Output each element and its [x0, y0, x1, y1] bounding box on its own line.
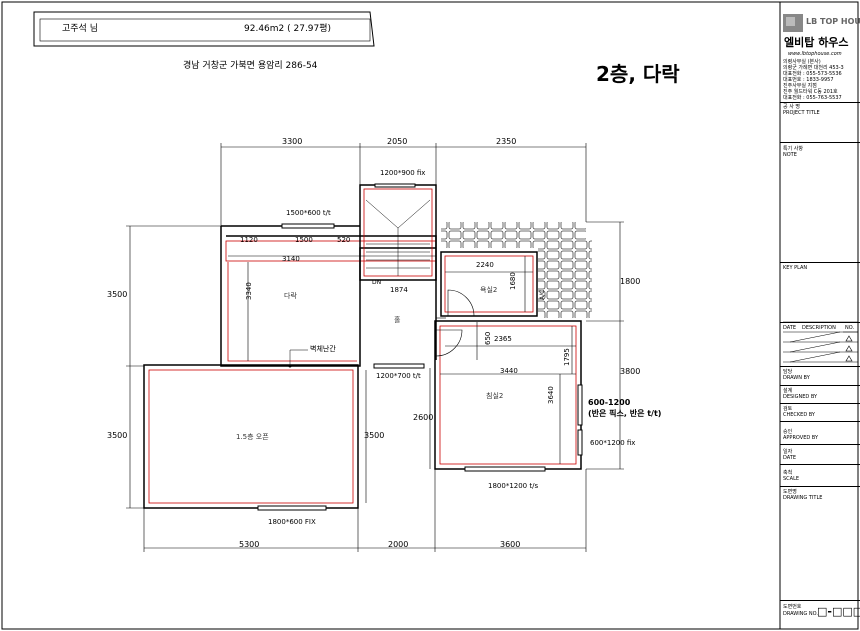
- drawing-title-ko: 도면명: [783, 489, 797, 495]
- rev-no-header: NO.: [845, 325, 855, 331]
- dim-inner-520: 520: [337, 236, 351, 244]
- room-bedroom2: 침실2: [486, 392, 504, 400]
- checked-by-ko: 검토: [783, 406, 793, 412]
- approved-by-en: APPROVED BY: [783, 435, 819, 441]
- floor-area: 92.46m2 ( 27.97평): [244, 24, 332, 34]
- dim-right-1: 1800: [620, 277, 641, 286]
- project-title-ko: 공 사 명: [783, 104, 800, 110]
- approved-by-ko: 승인: [783, 429, 793, 435]
- dim-inner-1874: 1874: [390, 286, 408, 294]
- date-en: DATE: [783, 455, 797, 461]
- tb-divider: [780, 142, 860, 143]
- company-website: www.lbtophouse.com: [788, 51, 842, 57]
- window-600-1200-note: (반은 픽스, 반은 t/t): [588, 409, 662, 418]
- window-1800x1200: 1800*1200 t/s: [488, 482, 539, 490]
- dim-inner-1680: 1680: [509, 272, 517, 290]
- date-ko: 일자: [783, 449, 793, 455]
- room-hall: 홀: [394, 316, 401, 324]
- company-logo: LB TOP HOUSE: [806, 17, 860, 26]
- dim-inner-3500: 3500: [364, 431, 385, 440]
- contact-line-5: 진주사무실 지점: [783, 83, 817, 89]
- room-bath2: 욕실2: [480, 286, 498, 294]
- dim-inner-1120: 1120: [240, 236, 258, 244]
- dim-inner-650: 650: [484, 331, 492, 345]
- note-en: NOTE: [783, 152, 797, 158]
- contact-line-4: 대표번호 : 1833-9957: [783, 77, 834, 83]
- drawing-no-en: DRAWING NO.: [783, 611, 818, 617]
- drawing-no-ko: 도면번호: [783, 604, 802, 610]
- contact-line-6: 진주 월드타워 C동 201호: [783, 89, 838, 95]
- dim-top-2: 2050: [387, 137, 408, 146]
- drawing-title-en: DRAWING TITLE: [783, 495, 823, 501]
- dim-bottom-1: 5300: [239, 540, 260, 549]
- dim-inner-2240: 2240: [476, 261, 494, 269]
- dim-top-1: 3300: [282, 137, 303, 146]
- note-dn: DN: [372, 279, 382, 286]
- dim-right-2: 3800: [620, 367, 641, 376]
- note-ac: A/C: [539, 289, 546, 300]
- dim-inner-3440: 3440: [500, 367, 518, 375]
- client-name: 고주석 님: [62, 24, 98, 34]
- window-600x1200: 600*1200 fix: [590, 439, 636, 447]
- window-1800x600: 1800*600 FIX: [268, 518, 316, 526]
- designed-by-en: DESIGNED BY: [783, 394, 818, 400]
- room-attic: 다락: [284, 292, 297, 300]
- key-plan-label: KEY PLAN: [783, 265, 808, 271]
- company-name: 엘비탑 하우스: [784, 36, 849, 49]
- tb-divider: [780, 486, 860, 487]
- rev-date-header: DATE: [783, 325, 797, 331]
- note-ko: 특기 사항: [783, 146, 803, 152]
- window-600-1200: 600-1200: [588, 398, 631, 407]
- rev-desc-header: DESCRIPTION: [802, 325, 836, 331]
- drawn-by-en: DRAWN BY: [783, 375, 810, 381]
- contact-line-1: 의령사무실 (본사): [783, 59, 821, 65]
- title-block: LB TOP HOUSE 엘비탑 하우스 www.lbtophouse.com: [780, 2, 860, 629]
- tb-divider: [780, 464, 860, 465]
- checked-by-en: CHECKED BY: [783, 412, 815, 418]
- dim-inner-1795: 1795: [563, 348, 571, 366]
- tb-divider: [780, 600, 860, 601]
- tb-divider: [780, 421, 860, 422]
- window-1200x700: 1200*700 t/t: [376, 372, 421, 380]
- dim-left-2: 3500: [107, 431, 128, 440]
- dim-inner-1500: 1500: [295, 236, 313, 244]
- dim-inner-2365: 2365: [494, 335, 512, 343]
- dim-left-1: 3500: [107, 290, 128, 299]
- contact-line-7: 대표전화 : 055-763-5537: [783, 95, 842, 101]
- window-1500x600: 1500*600 t/t: [286, 209, 331, 217]
- site-address: 경남 거창군 가북면 용암리 286-54: [183, 61, 318, 71]
- tb-divider: [780, 102, 860, 103]
- drawing-number: □-□□□: [817, 605, 860, 618]
- drawn-by-ko: 담당: [783, 369, 793, 375]
- project-title-en: PROJECT TITLE: [783, 110, 820, 116]
- tb-divider: [780, 366, 860, 367]
- note-railing: 벽체난간: [310, 345, 336, 353]
- dim-inner-3140: 3140: [282, 255, 300, 263]
- dim-bottom-3: 3600: [500, 540, 521, 549]
- dim-inner-3340: 3340: [245, 282, 253, 300]
- tb-divider: [780, 444, 860, 445]
- tb-divider: [780, 322, 860, 323]
- scale-ko: 축척: [783, 470, 793, 476]
- scale-en: SCALE: [783, 476, 800, 482]
- dim-top-3: 2350: [496, 137, 517, 146]
- dim-bottom-2: 2000: [388, 540, 409, 549]
- designed-by-ko: 설계: [783, 388, 793, 394]
- tb-divider: [780, 385, 860, 386]
- room-open: 1.5층 오픈: [236, 433, 269, 441]
- window-1200x900: 1200*900 fix: [380, 169, 426, 177]
- dim-inner-3640: 3640: [547, 386, 555, 404]
- contact-line-2: 의령군 가례면 대천리 453-3: [783, 65, 844, 71]
- sheet-title: 2층, 다락: [596, 62, 680, 86]
- contact-line-3: 대표전화 : 055-573-5536: [783, 71, 842, 77]
- tb-divider: [780, 403, 860, 404]
- dim-inner-2600: 2600: [413, 413, 434, 422]
- tb-divider: [780, 262, 860, 263]
